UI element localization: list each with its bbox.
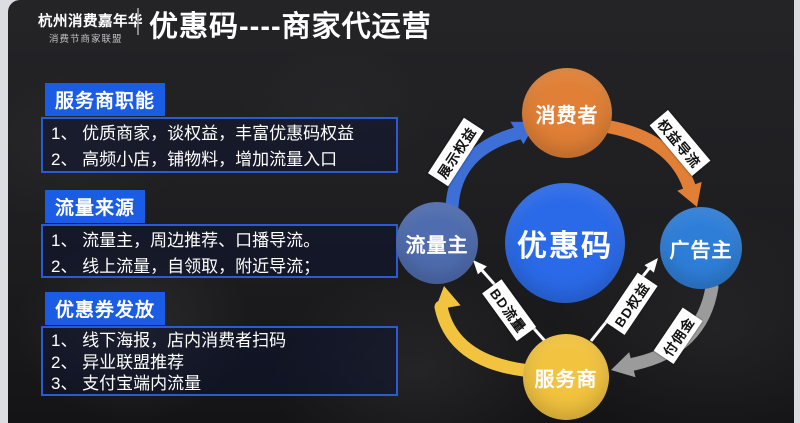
list-item: 3、 支付宝端内流量: [51, 374, 202, 393]
node-coupon-code-label: 优惠码: [517, 230, 613, 263]
slide-background: 杭州消费嘉年华 消费节商家联盟 优惠码----商家代运营 服务商职能 1、 优质…: [8, 0, 794, 423]
node-coupon-code: 优惠码: [505, 183, 625, 303]
node-consumer: 消费者: [522, 68, 612, 158]
section-heading-coupon-distribution: 优惠券发放: [45, 292, 166, 325]
list-item: 1、 线下海报，店内消费者扫码: [51, 331, 287, 350]
section-heading-service-provider-duties: 服务商职能: [45, 83, 166, 116]
node-service-provider-label: 服务商: [534, 368, 598, 391]
node-advertiser: 广告主: [660, 207, 742, 289]
node-consumer-label: 消费者: [535, 104, 599, 127]
section-body-service-provider-duties: 1、 优质商家，谈权益，丰富优惠码权益 2、 高频小店，铺物料，增加流量入口: [41, 117, 398, 173]
list-item: 2、 高频小店，铺物料，增加流量入口: [51, 150, 338, 169]
brand-subtitle: 消费节商家联盟: [49, 34, 123, 45]
section-body-traffic-sources: 1、 流量主，周边推荐、口播导流。 2、 线上流量，自领取，附近导流；: [41, 224, 398, 278]
list-item: 2、 线上流量，自领取，附近导流；: [51, 257, 321, 276]
section-heading-traffic-sources: 流量来源: [45, 190, 146, 223]
section-body-coupon-distribution: 1、 线下海报，店内消费者扫码 2、 异业联盟推荐 3、 支付宝端内流量: [41, 326, 398, 396]
header-divider: [137, 8, 139, 35]
node-advertiser-label: 广告主: [669, 239, 733, 262]
node-traffic-owner-label: 流量主: [405, 234, 469, 257]
brand-title: 杭州消费嘉年华: [38, 14, 143, 30]
list-item: 2、 异业联盟推荐: [51, 352, 185, 372]
node-traffic-owner: 流量主: [396, 202, 478, 284]
list-item: 1、 优质商家，谈权益，丰富优惠码权益: [51, 124, 355, 143]
list-item: 1、 流量主，周边推荐、口播导流。: [51, 231, 321, 250]
page-title: 优惠码----商家代运营: [149, 11, 432, 43]
node-service-provider: 服务商: [523, 334, 609, 420]
